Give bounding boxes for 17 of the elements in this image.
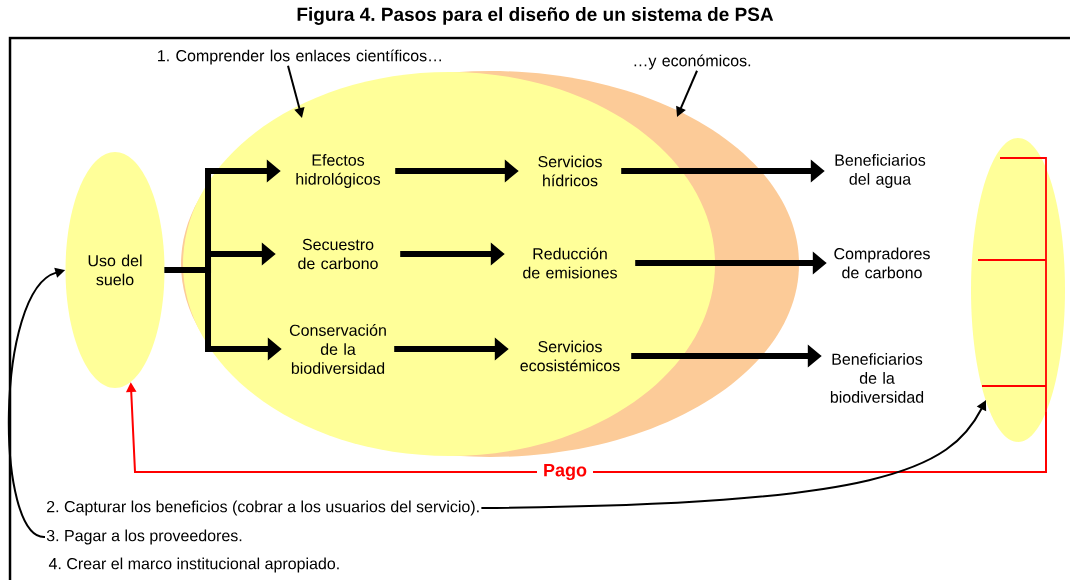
node-label: Compradores de carbono (834, 247, 930, 279)
node-label: Servicios hídricos (538, 155, 602, 187)
node-label: Servicios ecosistémicos (520, 340, 620, 372)
node-label: Conservación de la biodiversidad (289, 324, 386, 374)
node-label: Secuestro de carbono (298, 238, 378, 270)
step-text: …y económicos. (634, 54, 751, 70)
step-text: 1. Comprender los enlaces científicos… (158, 49, 441, 65)
edge-label: Pago (537, 460, 593, 484)
node-label: Efectos hidrológicos (296, 154, 381, 188)
title: Figura 4. Pasos para el diseño de un sistema de PSA (297, 7, 774, 25)
step-text: 4. Crear el marco institucional apropiado. (48, 557, 339, 573)
node-label: Reducción de emisiones (523, 247, 617, 279)
buyers-ellipse (971, 138, 1065, 442)
step-text: 3. Pagar a los proveedores. (46, 529, 242, 545)
node-label: Beneficiarios del agua (835, 154, 926, 188)
node-label: Beneficiarios de la biodiversidad (830, 353, 924, 403)
step-text: 2. Capturar los beneficios (cobrar a los usuarios del servicio). (47, 500, 479, 516)
